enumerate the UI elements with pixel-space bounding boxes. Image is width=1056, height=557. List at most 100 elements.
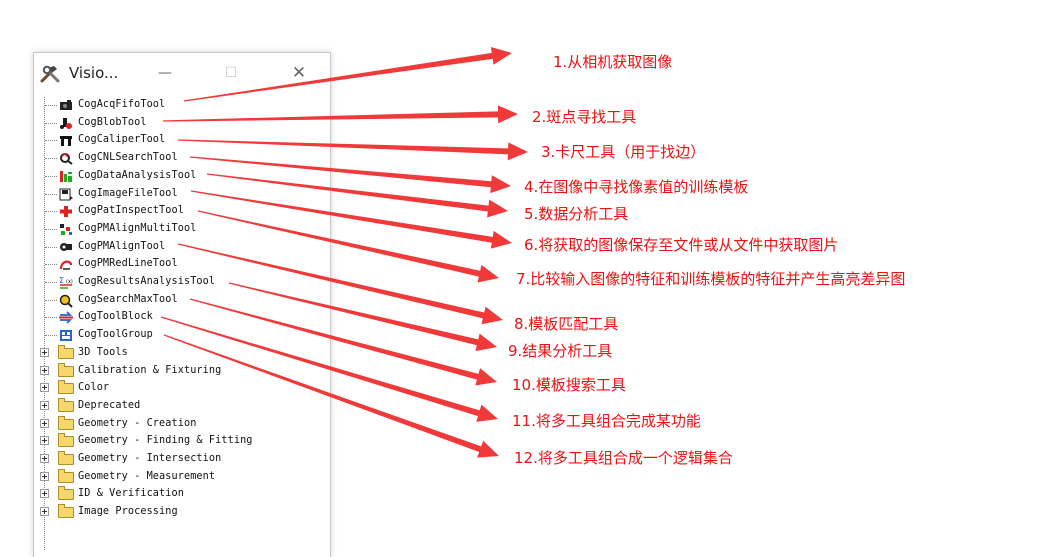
tree-folder-geometry-intersection[interactable]: Geometry - Intersection	[34, 451, 330, 468]
tree-folder-geometry-measurement[interactable]: Geometry - Measurement	[34, 468, 330, 486]
hammer-wrench-icon	[39, 64, 61, 84]
tool-group-icon	[58, 328, 74, 343]
tree-folder-label: ID & Verification	[78, 488, 184, 500]
toolbox-window: Visio... — ☐ ✕ CogAcqFifoTool CogBl	[33, 52, 331, 557]
tree-item-label: CogPMRedLineTool	[78, 258, 178, 270]
tree-item-cog-caliper-tool[interactable]: CogCaliperTool	[34, 132, 330, 149]
annotation-2: 2.斑点寻找工具	[532, 108, 637, 126]
tree-item-label: CogAcqFifoTool	[78, 99, 166, 110]
maximize-button[interactable]: ☐	[224, 65, 238, 81]
tree-item-cog-pat-inspect-tool[interactable]: CogPatInspectTool	[34, 203, 330, 220]
tree-folder-id-verification[interactable]: ID & Verification	[34, 486, 330, 503]
window-title: Visio...	[69, 64, 119, 82]
tree-item-label: CogDataAnalysisTool	[78, 169, 197, 181]
annotation-11: 11.将多工具组合完成某功能	[512, 412, 701, 430]
tree-folder-label: Image Processing	[78, 506, 178, 518]
data-analysis-icon	[58, 169, 74, 184]
tree-folder-calibration-fixturing[interactable]: Calibration & Fixturing	[34, 362, 330, 380]
tree-folder-label: Geometry - Finding & Fitting	[78, 435, 253, 447]
expand-icon[interactable]	[40, 365, 49, 375]
pm-align-icon	[58, 240, 74, 255]
folder-icon	[58, 451, 74, 465]
tree-item-cog-results-analysis-tool[interactable]: Σ(x) CogResultsAnalysisTool	[34, 274, 330, 291]
folder-icon	[58, 362, 74, 377]
tree-item-label: CogImageFileTool	[78, 187, 178, 199]
tree-item-cog-blob-tool[interactable]: CogBlobTool	[34, 115, 330, 132]
pm-align-multi-icon	[58, 222, 74, 237]
annotation-9: 9.结果分析工具	[508, 342, 613, 360]
tree-item-label: CogToolBlock	[78, 311, 153, 323]
search-max-icon	[58, 293, 74, 308]
folder-icon	[58, 468, 74, 483]
expand-icon[interactable]	[40, 436, 49, 446]
tool-block-icon	[58, 310, 74, 325]
annotation-10: 10.模板搜索工具	[512, 376, 626, 394]
tree-folder-label: Color	[78, 382, 110, 394]
caliper-icon	[58, 133, 74, 148]
folder-icon	[58, 433, 74, 448]
tree-folder-color[interactable]: Color	[34, 380, 330, 397]
tree-folder-label: Deprecated	[78, 399, 141, 411]
tree-item-label: CogToolGroup	[78, 329, 153, 341]
expand-icon[interactable]	[40, 454, 49, 463]
folder-icon	[58, 415, 74, 430]
annotation-8: 8.模板匹配工具	[514, 315, 619, 333]
tree-item-cog-tool-group[interactable]: CogToolGroup	[34, 327, 330, 344]
tree-item-cog-tool-block[interactable]: CogToolBlock	[34, 309, 330, 326]
tree-folder-geometry-finding-fitting[interactable]: Geometry - Finding & Fitting	[34, 433, 330, 450]
tree-item-label: CogResultsAnalysisTool	[78, 276, 216, 287]
tree-folder-deprecated[interactable]: Deprecated	[34, 397, 330, 415]
expand-icon[interactable]	[40, 383, 49, 393]
expand-icon[interactable]	[40, 347, 49, 357]
tree-item-cog-data-analysis-tool[interactable]: CogDataAnalysisTool	[34, 168, 330, 185]
svg-text:Σ: Σ	[59, 276, 64, 285]
cnl-search-icon	[58, 151, 74, 166]
pat-inspect-icon	[58, 204, 74, 219]
annotation-1: 1.从相机获取图像	[553, 53, 673, 71]
results-analysis-icon: Σ(x)	[58, 275, 74, 290]
folder-icon	[58, 486, 74, 501]
tree-connector	[44, 97, 45, 550]
tree-item-cog-acq-fifo-tool[interactable]: CogAcqFifoTool	[34, 97, 330, 114]
expand-icon[interactable]	[40, 507, 49, 517]
annotation-12: 12.将多工具组合成一个逻辑集合	[514, 449, 733, 467]
tree-item-label: CogPMAlignTool	[78, 240, 166, 252]
tree-item-cog-pm-align-multi-tool[interactable]: CogPMAlignMultiTool	[34, 221, 330, 238]
minimize-button[interactable]: —	[158, 65, 172, 81]
tree-item-cog-search-max-tool[interactable]: CogSearchMaxTool	[34, 292, 330, 309]
pm-redline-icon	[58, 257, 74, 272]
annotation-6: 6.将获取的图像保存至文件或从文件中获取图片	[524, 236, 839, 254]
annotation-3: 3.卡尺工具（用于找边）	[541, 143, 706, 161]
expand-icon[interactable]	[40, 489, 49, 499]
tree-item-label: CogPMAlignMultiTool	[78, 222, 197, 234]
tree-folder-label: Geometry - Intersection	[78, 453, 222, 464]
svg-text:(x): (x)	[66, 279, 73, 285]
tree-folder-label: 3D Tools	[78, 346, 128, 358]
expand-icon[interactable]	[40, 418, 49, 428]
tree-item-label: CogPatInspectTool	[78, 205, 184, 217]
expand-icon[interactable]	[40, 400, 49, 410]
folder-icon	[58, 504, 74, 519]
tree-folder-label: Calibration & Fixturing	[78, 364, 222, 376]
title-bar[interactable]: Visio... — ☐ ✕	[34, 53, 330, 93]
tree-item-cog-image-file-tool[interactable]: CogImageFileTool	[34, 186, 330, 203]
tree-folder-label: Geometry - Measurement	[78, 470, 216, 482]
tree-folder-3d-tools[interactable]: 3D Tools	[34, 344, 330, 362]
folder-icon	[58, 344, 74, 359]
tree-item-cog-cnl-search-tool[interactable]: CogCNLSearchTool	[34, 150, 330, 167]
tree-folder-geometry-creation[interactable]: Geometry - Creation	[34, 415, 330, 433]
tree-item-label: CogBlobTool	[78, 116, 147, 128]
folder-icon	[58, 397, 74, 412]
annotation-5: 5.数据分析工具	[524, 205, 629, 223]
tree-folder-image-processing[interactable]: Image Processing	[34, 504, 330, 521]
camera-icon	[58, 98, 74, 113]
annotation-7: 7.比较输入图像的特征和训练模板的特征并产生高亮差异图	[516, 270, 906, 288]
tool-tree: CogAcqFifoTool CogBlobTool CogCaliperToo…	[34, 97, 330, 557]
tree-folder-label: Geometry - Creation	[78, 417, 197, 429]
close-button[interactable]: ✕	[291, 63, 307, 83]
folder-icon	[58, 380, 74, 395]
expand-icon[interactable]	[40, 471, 49, 481]
tree-item-cog-pm-redline-tool[interactable]: CogPMRedLineTool	[34, 256, 330, 273]
tree-item-cog-pm-align-tool[interactable]: CogPMAlignTool	[34, 239, 330, 256]
